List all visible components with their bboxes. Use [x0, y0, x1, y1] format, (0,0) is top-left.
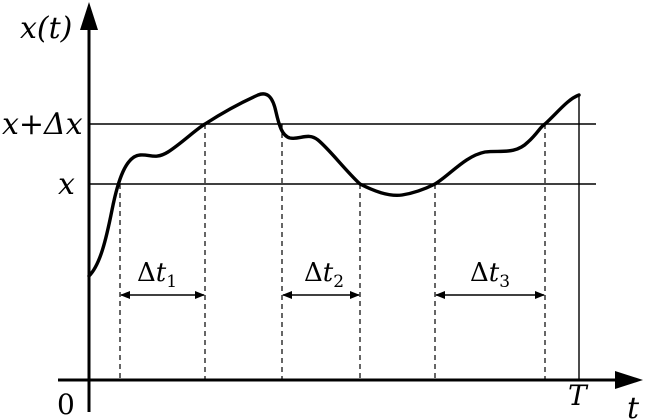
end-label-T: T [568, 379, 589, 412]
x-axis-label: t [627, 391, 640, 420]
interval-label-1: Δt1 [137, 258, 177, 292]
origin-label: 0 [57, 388, 75, 420]
interval-label-2: Δt2 [304, 258, 344, 292]
interval-label-3: Δt3 [470, 258, 510, 292]
crossing-guides [119, 124, 546, 380]
x-axis-arrowhead [615, 371, 643, 389]
upper-level-label: x+Δx [2, 107, 83, 142]
lower-level-label: x [58, 167, 75, 202]
y-axis-label: x(t) [20, 11, 72, 46]
signal-curve [87, 92, 581, 278]
y-axis-arrowhead [80, 2, 98, 30]
